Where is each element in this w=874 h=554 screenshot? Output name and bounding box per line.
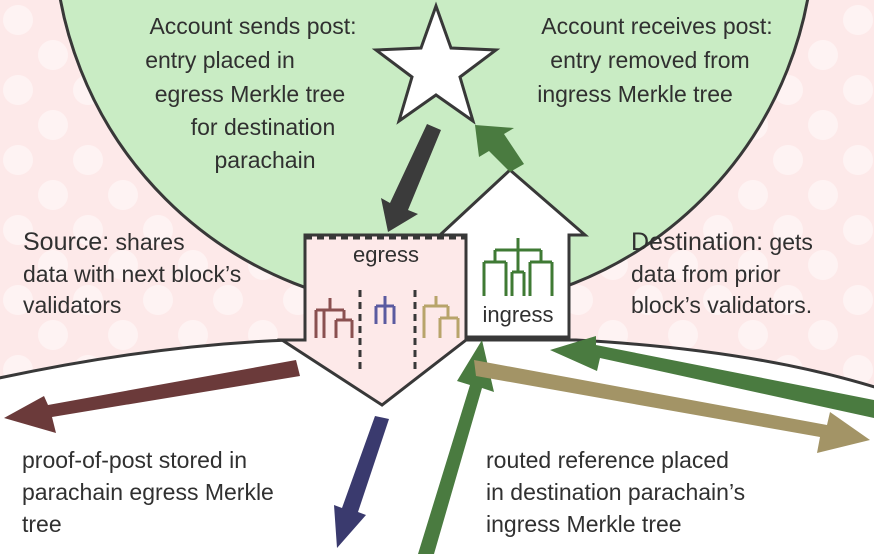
proof-arrow-navy: [334, 416, 389, 548]
destination-house: [436, 167, 590, 339]
routed-arrow-olive: [474, 360, 870, 453]
sends-label: Account sends post: entry placed in egre…: [145, 13, 356, 173]
routed-line-1: routed reference placed: [486, 447, 729, 473]
merkle-tree-icon-tan: [422, 296, 460, 338]
destination-line-3: block’s validators.: [631, 292, 812, 318]
ingress-label: ingress: [483, 302, 554, 327]
destination-line-2: data from prior: [631, 261, 781, 287]
egress-dashed-box: [305, 236, 466, 372]
routed-arrow-green-up: [418, 340, 494, 554]
source-line-1: shares: [109, 229, 184, 255]
routed-line-3: ingress Merkle tree: [486, 511, 682, 537]
proof-line-1: proof-of-post stored in: [22, 447, 247, 473]
ingress-arrow: [475, 125, 524, 172]
sends-line-3: egress Merkle tree: [155, 81, 345, 107]
proof-label: proof-of-post stored in parachain egress…: [22, 447, 274, 537]
routed-arrow-green-long: [550, 336, 874, 418]
star-icon: [371, 1, 501, 125]
sends-line-5: parachain: [214, 147, 315, 173]
egress-label: egress: [353, 242, 419, 267]
routed-line-2: in destination parachain’s: [486, 479, 745, 505]
receives-line-3: ingress Merkle tree: [537, 81, 733, 107]
destination-heading: Destination:: [631, 228, 763, 256]
receives-line-1: Account receives post:: [541, 13, 772, 39]
egress-arrow: [381, 124, 441, 232]
sends-line-1: Account sends post:: [149, 13, 356, 39]
source-heading: Source:: [23, 228, 109, 256]
merkle-tree-icon-maroon: [314, 298, 354, 338]
sends-line-2: entry placed in: [145, 47, 295, 73]
source-label: Source: shares data with next block’s va…: [23, 228, 241, 318]
source-line-2: data with next block’s: [23, 261, 241, 287]
destination-label: Destination: gets data from prior block’…: [631, 228, 813, 318]
receives-label: Account receives post: entry removed fro…: [537, 13, 772, 107]
merkle-tree-icon-purple: [374, 296, 396, 324]
receives-line-2: entry removed from: [550, 47, 749, 73]
svg-text:Source: shares: Source: shares: [23, 228, 185, 256]
proof-line-2: parachain egress Merkle: [22, 479, 274, 505]
proof-line-3: tree: [22, 511, 62, 537]
svg-text:Destination: gets: Destination: gets: [631, 228, 813, 256]
sends-line-4: for destination: [191, 114, 335, 140]
merkle-tree-icon-green: [482, 238, 554, 296]
proof-arrow-maroon: [4, 360, 300, 433]
routed-label: routed reference placed in destination p…: [486, 447, 745, 537]
source-line-3: validators: [23, 292, 121, 318]
destination-line-1: gets: [763, 229, 813, 255]
